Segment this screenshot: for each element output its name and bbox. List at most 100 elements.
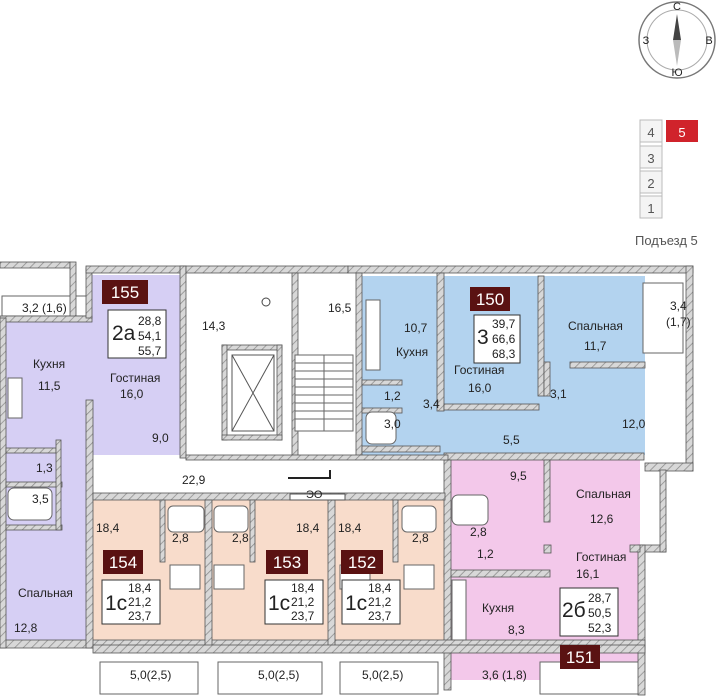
svg-text:21,2: 21,2 [128, 595, 152, 609]
kitchen-155-area: 11,5 [38, 379, 61, 393]
bathtub-150-icon [365, 411, 397, 445]
svg-text:50,5: 50,5 [588, 606, 612, 620]
svg-text:154: 154 [109, 553, 137, 572]
bath-151-area: 2,8 [470, 525, 487, 539]
svg-text:21,2: 21,2 [291, 595, 315, 609]
kitchenette-154-icon [169, 564, 201, 590]
wc-150-area: 1,2 [384, 389, 401, 403]
kitchenette-153-icon [213, 564, 245, 590]
info-152: 1с 18,4 21,2 23,7 [341, 579, 401, 625]
badge-155[interactable]: 155 [102, 280, 148, 304]
compass-needle-north-icon [673, 14, 681, 40]
hall-150-area-b: 5,5 [503, 433, 520, 447]
svg-text:28,8: 28,8 [138, 314, 162, 328]
badge-150[interactable]: 150 [470, 287, 510, 311]
svg-text:18,4: 18,4 [291, 581, 315, 595]
living-155-name: Гостиная [110, 371, 160, 385]
bedroom-150-area: 11,7 [584, 339, 607, 353]
badge-151[interactable]: 151 [560, 645, 600, 669]
apartment-150[interactable] [362, 276, 645, 460]
bathtub-154-icon [167, 505, 205, 533]
balcony-152-area: 5,0(2,5) [362, 668, 403, 682]
balcony-154 [99, 661, 199, 695]
hall-151-area: 9,5 [510, 469, 527, 483]
hall-150-area-c: 3,1 [550, 387, 567, 401]
info-153: 1с 18,4 21,2 23,7 [264, 579, 324, 625]
hall-150-area-a: 3,4 [423, 397, 440, 411]
bath-155-area: 3,5 [32, 492, 49, 506]
svg-text:54,1: 54,1 [138, 329, 162, 343]
svg-text:2б: 2б [562, 599, 586, 622]
floor-5-label: 5 [678, 125, 685, 140]
compass: С Ю З В [638, 1, 716, 79]
wc-155-area: 1,3 [36, 461, 53, 475]
floor-5-button[interactable] [666, 120, 698, 142]
svg-text:39,7: 39,7 [492, 317, 516, 331]
bathtub-155-icon [7, 487, 53, 521]
bathtub-153-icon [213, 505, 249, 533]
studio-152-area: 18,4 [338, 521, 362, 535]
bath-154-area: 2,8 [172, 531, 189, 545]
kitchen-155-name: Кухня [33, 357, 65, 371]
floor-3-button[interactable] [639, 145, 663, 169]
entrance-marker [288, 470, 331, 479]
electric-panel [289, 493, 346, 501]
elevator-icon [231, 354, 275, 432]
living-151-area: 16,1 [576, 567, 600, 581]
kitchen-150-name: Кухня [396, 345, 428, 359]
svg-text:68,3: 68,3 [492, 347, 516, 361]
balcony-155-area: 3,2 (1,6) [22, 301, 67, 315]
svg-text:3: 3 [477, 326, 489, 349]
stove-151-icon [451, 579, 467, 641]
svg-text:23,7: 23,7 [128, 609, 152, 623]
compass-south: Ю [671, 67, 682, 79]
room-labels: 3,2 (1,6) Кухня 11,5 Гостиная 16,0 9,0 1… [14, 299, 691, 682]
svg-text:155: 155 [111, 283, 139, 302]
stove-155-icon [7, 377, 23, 419]
balcony-152 [339, 661, 439, 695]
kitchen-151-name: Кухня [482, 601, 514, 615]
lobby-area-b: 16,5 [328, 301, 352, 315]
info-154: 1с 18,4 21,2 23,7 [101, 579, 161, 625]
balcony-154-area: 5,0(2,5) [130, 668, 171, 682]
stairs-icon [294, 354, 354, 432]
badge-152[interactable]: 152 [341, 550, 383, 574]
svg-text:52,3: 52,3 [588, 621, 612, 635]
svg-text:152: 152 [348, 553, 376, 572]
studio-153-area: 18,4 [296, 521, 320, 535]
badge-153[interactable]: 153 [266, 550, 308, 574]
balcony-153-area: 5,0(2,5) [258, 668, 299, 682]
svg-text:1с: 1с [268, 592, 290, 615]
compass-west: З [643, 35, 650, 47]
bath-150-area: 3,0 [384, 417, 401, 431]
svg-text:28,7: 28,7 [588, 591, 612, 605]
svg-text:150: 150 [476, 290, 504, 309]
svg-text:21,2: 21,2 [368, 595, 392, 609]
floor-2-button[interactable] [639, 170, 663, 194]
floor-3-label: 3 [647, 151, 654, 166]
electric-panel-label: ЭО [306, 489, 323, 501]
smoke-detector-icon [261, 297, 271, 307]
kitchenette-152b-icon [403, 564, 435, 590]
stove-150-icon [365, 299, 381, 371]
kitchen-151-area: 8,3 [508, 623, 525, 637]
badge-154[interactable]: 154 [103, 550, 143, 574]
bedroom-151-name: Спальная [576, 487, 631, 501]
living-150-area: 16,0 [468, 381, 492, 395]
balcony-150-area-reduced: (1,7) [666, 315, 691, 329]
bath-153-area: 2,8 [232, 531, 249, 545]
info-151: 2б 28,7 50,5 52,3 [559, 587, 619, 637]
bedroom-155-area: 12,8 [14, 621, 38, 635]
balcony-151-area: 3,6 (1,8) [482, 668, 527, 682]
floor-2-label: 2 [647, 176, 654, 191]
bathtub-152-icon [401, 505, 437, 533]
living-151-name: Гостиная [576, 550, 626, 564]
svg-text:55,7: 55,7 [138, 344, 162, 358]
compass-east: В [705, 35, 712, 47]
balcony-150-area: 3,4 [670, 299, 687, 313]
floor-4-button[interactable] [639, 119, 663, 143]
svg-text:1с: 1с [345, 592, 367, 615]
floor-1-button[interactable] [639, 195, 663, 219]
bedroom-150-name: Спальная [568, 319, 623, 333]
